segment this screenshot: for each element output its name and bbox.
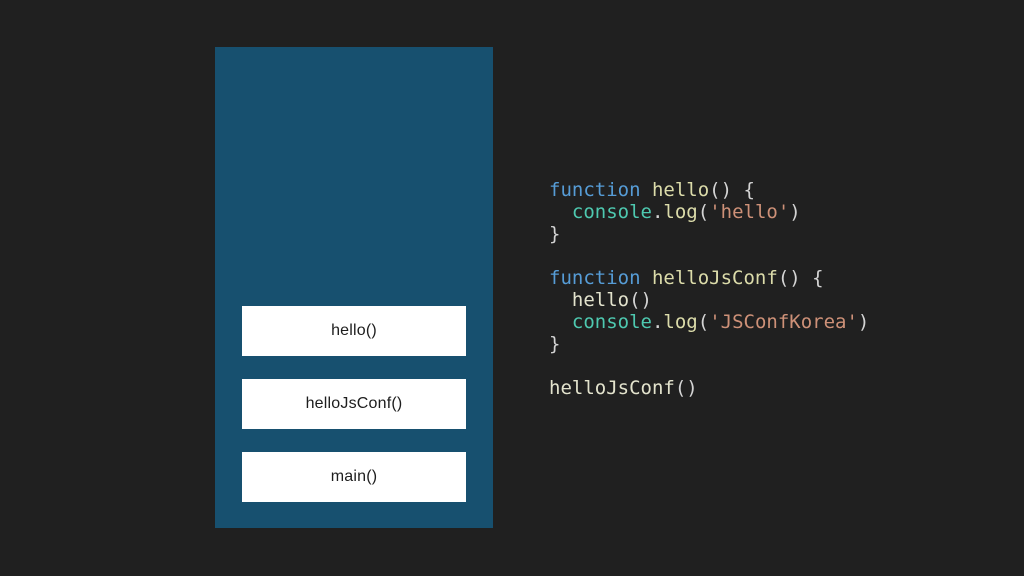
code-line: hello()	[549, 289, 869, 311]
stack-frame: helloJsConf()	[242, 379, 466, 429]
code-token-string: 'JSConfKorea'	[709, 311, 858, 333]
code-token-plain: }	[549, 223, 561, 245]
code-line: }	[549, 333, 869, 355]
code-token-func: log	[663, 201, 698, 223]
code-line: console.log('JSConfKorea')	[549, 311, 869, 333]
code-token-keyword: function	[549, 179, 641, 201]
code-line	[549, 355, 869, 377]
code-token-plain	[549, 311, 572, 333]
code-token-plain: }	[549, 333, 561, 355]
code-token-plain: () {	[709, 179, 755, 201]
code-token-plain: )	[857, 311, 870, 333]
code-token-plain: () {	[777, 267, 824, 289]
code-token-func: hello	[651, 179, 710, 201]
code-token-call: hello	[571, 289, 630, 311]
call-stack-frames: hello() helloJsConf() main()	[215, 306, 493, 502]
code-token-plain: ()	[674, 377, 698, 399]
code-line: function helloJsConf() {	[549, 267, 869, 289]
call-stack-panel: hello() helloJsConf() main()	[215, 47, 493, 528]
code-token-plain	[549, 201, 572, 223]
code-token-call: helloJsConf	[549, 377, 675, 399]
code-token-plain: .	[651, 201, 664, 223]
code-token-plain	[641, 267, 652, 289]
stack-frame: main()	[242, 452, 466, 502]
code-line: helloJsConf()	[549, 377, 869, 399]
code-token-plain: ()	[629, 289, 652, 311]
code-line	[549, 245, 869, 267]
code-token-builtin: console	[571, 201, 652, 223]
stack-frame: hello()	[242, 306, 466, 356]
code-token-plain: .	[651, 311, 664, 333]
code-token-func: helloJsConf	[651, 267, 778, 289]
code-token-plain: )	[789, 201, 801, 223]
code-line: console.log('hello')	[549, 201, 869, 223]
code-token-string: 'hello'	[709, 201, 790, 223]
code-token-plain: (	[697, 201, 710, 223]
code-snippet: function hello() { console.log('hello')}…	[549, 179, 869, 399]
code-line: }	[549, 223, 869, 245]
code-token-keyword: function	[549, 267, 641, 289]
code-token-plain	[549, 289, 572, 311]
code-token-builtin: console	[571, 311, 652, 333]
code-token-plain	[641, 179, 652, 201]
code-line: function hello() {	[549, 179, 869, 201]
code-token-func: log	[663, 311, 698, 333]
code-token-plain: (	[697, 311, 710, 333]
